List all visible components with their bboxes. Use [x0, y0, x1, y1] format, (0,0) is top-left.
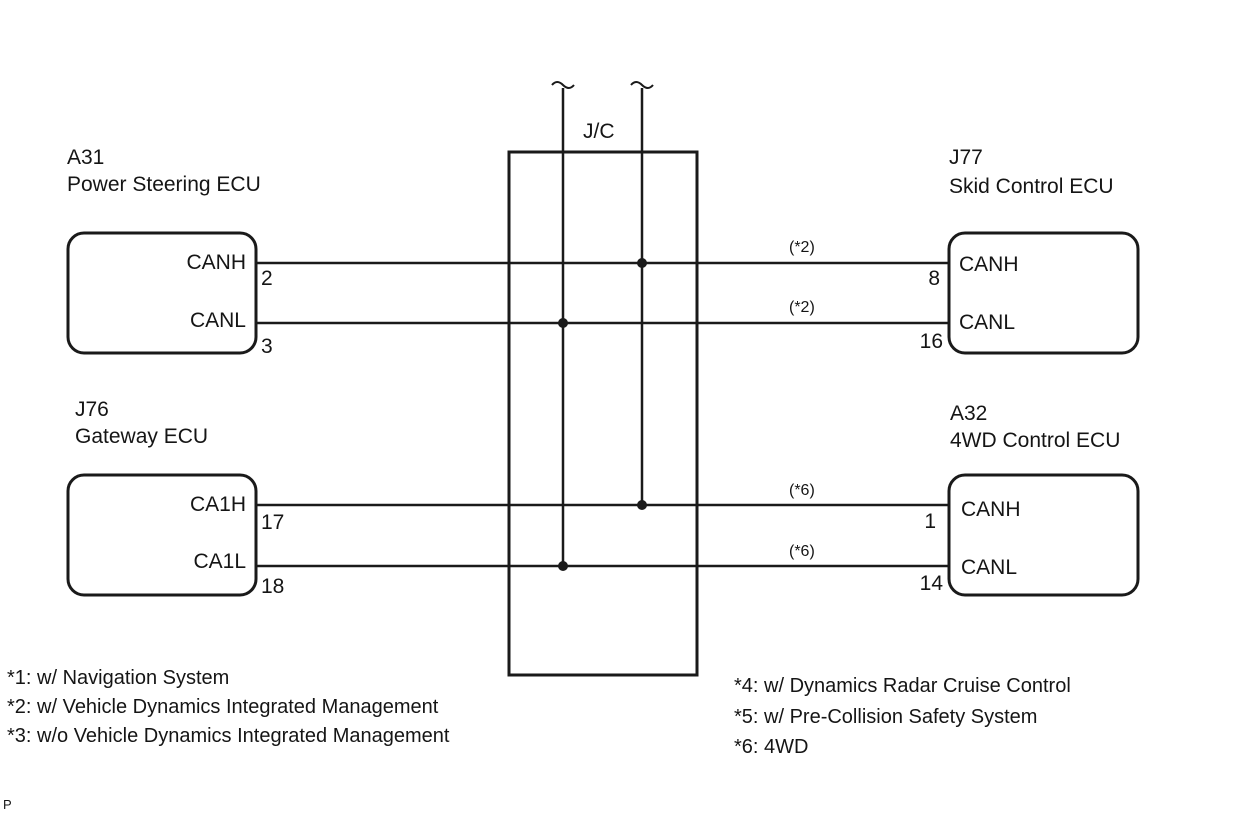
splice-dot	[558, 318, 568, 328]
wire-note: (*6)	[789, 543, 815, 560]
footnote-right-4: *4: w/ Dynamics Radar Cruise Control	[734, 675, 1071, 697]
footnote-left-2: *2: w/ Vehicle Dynamics Integrated Manag…	[7, 696, 439, 718]
ecu-code-a31: A31	[67, 146, 105, 169]
ecu-box-j77	[947, 231, 1140, 355]
pin-signal-a31-canl: CANL	[189, 309, 246, 332]
pin-signal-j76-ca1l: CA1L	[193, 550, 246, 573]
wire-note: (*2)	[789, 299, 815, 316]
pin-number-j77-16: 16	[919, 330, 943, 353]
splice-dot	[637, 258, 647, 268]
pin-number-j76-17: 17	[261, 511, 285, 534]
pin-signal-j77-canh: CANH	[959, 253, 1019, 276]
ecu-name-a31: Power Steering ECU	[67, 173, 261, 196]
splice-dot	[558, 561, 568, 571]
pin-signal-a32-canh: CANH	[961, 498, 1021, 521]
splice-dot	[637, 500, 647, 510]
pin-number-a31-2: 2	[261, 267, 273, 290]
ecu-box-a32	[947, 473, 1140, 597]
junction-label: J/C	[583, 120, 615, 143]
ecu-code-j77: J77	[949, 146, 983, 169]
pin-signal-j77-canl: CANL	[959, 311, 1016, 334]
pin-number-j76-18: 18	[261, 575, 285, 598]
pin-number-a31-3: 3	[261, 335, 273, 358]
wire-note: (*2)	[789, 239, 815, 256]
pin-number-a32-14: 14	[919, 572, 943, 595]
pin-number-a32-1: 1	[924, 510, 936, 533]
ecu-name-a32: 4WD Control ECU	[950, 429, 1121, 452]
ecu-box-a31	[66, 231, 258, 355]
ecu-code-j76: J76	[75, 398, 109, 421]
wire-note: (*6)	[789, 482, 815, 499]
footnote-right-5: *5: w/ Pre-Collision Safety System	[734, 706, 1038, 728]
pin-signal-j76-ca1h: CA1H	[189, 493, 246, 516]
footnote-right-6: *6: 4WD	[734, 736, 809, 758]
break-mark	[551, 81, 575, 89]
ecu-code-a32: A32	[950, 402, 988, 425]
junction-box	[507, 150, 699, 677]
ecu-name-j77: Skid Control ECU	[949, 175, 1114, 198]
footnote-left-1: *1: w/ Navigation System	[7, 667, 230, 689]
ecu-box-j76	[66, 473, 258, 597]
ecu-name-j76: Gateway ECU	[75, 425, 209, 448]
footnote-left-3: *3: w/o Vehicle Dynamics Integrated Mana…	[7, 725, 450, 747]
corner-mark: P	[3, 797, 12, 812]
pin-number-j77-8: 8	[928, 267, 940, 290]
pin-signal-a31-canh: CANH	[186, 251, 246, 274]
pin-signal-a32-canl: CANL	[961, 556, 1018, 579]
break-mark	[630, 81, 654, 89]
